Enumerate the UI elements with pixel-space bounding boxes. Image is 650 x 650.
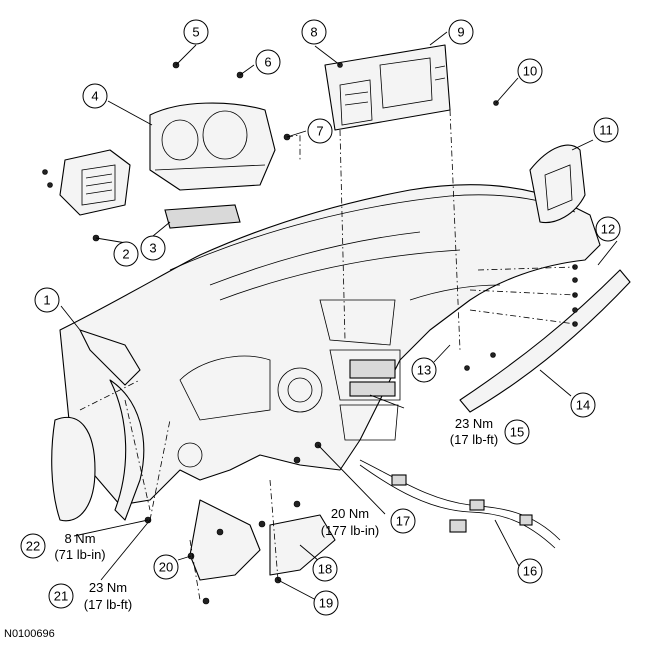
left-end-cap	[51, 416, 96, 522]
callout-label: 22	[26, 539, 40, 554]
callout-17: 17	[390, 508, 416, 534]
callout-label: 14	[576, 398, 590, 413]
torque-spec-21: 23 Nm (17 lb-ft)	[84, 580, 132, 612]
torque-value-imperial: (17 lb-ft)	[450, 432, 498, 447]
callout-2: 2	[113, 241, 139, 267]
callout-22: 22	[20, 533, 46, 559]
torque-value-nm: 8 Nm	[64, 531, 95, 546]
callout-label: 9	[457, 25, 464, 40]
callout-label: 21	[54, 589, 68, 604]
callout-label: 10	[523, 64, 537, 79]
callout-label: 15	[510, 425, 524, 440]
torque-value-nm: 23 Nm	[89, 580, 127, 595]
callout-label: 16	[523, 564, 537, 579]
torque-spec-15: 23 Nm (17 lb-ft)	[450, 416, 498, 447]
callout-10: 10	[517, 58, 543, 84]
callout-13: 13	[411, 357, 437, 383]
callout-label: 3	[149, 241, 156, 256]
torque-value-imperial: (177 lb-in)	[321, 523, 380, 538]
center-register-trim	[324, 44, 451, 131]
callout-label: 19	[319, 596, 333, 611]
callout-5: 5	[183, 19, 209, 45]
callout-11: 11	[593, 117, 619, 143]
callout-label: 18	[318, 562, 332, 577]
leader-lines	[60, 31, 618, 602]
steering-column-shroud	[189, 499, 336, 581]
callout-label: 2	[122, 247, 129, 262]
callout-18: 18	[312, 556, 338, 582]
callout-19: 19	[313, 590, 339, 616]
instrument-panel	[59, 184, 601, 506]
left-register-vent	[59, 149, 131, 216]
callout-16: 16	[517, 558, 543, 584]
callout-9: 9	[448, 19, 474, 45]
callout-3: 3	[140, 235, 166, 261]
callout-15: 15	[504, 419, 530, 445]
callout-21: 21	[48, 583, 74, 609]
callout-label: 5	[192, 25, 199, 40]
callout-14: 14	[570, 392, 596, 418]
torque-value-nm: 20 Nm	[331, 506, 369, 521]
torque-value-nm: 23 Nm	[455, 416, 493, 431]
callout-20: 20	[153, 554, 179, 580]
callout-label: 17	[396, 514, 410, 529]
callout-1: 1	[34, 287, 60, 313]
callout-label: 7	[316, 124, 323, 139]
callout-label: 4	[91, 89, 98, 104]
callout-6: 6	[255, 49, 281, 75]
left-side-trim	[79, 329, 145, 521]
wiring-harness	[359, 459, 561, 549]
torque-spec-17: 20 Nm (177 lb-in)	[321, 506, 380, 538]
callout-label: 6	[264, 55, 271, 70]
callout-label: 1	[43, 293, 50, 308]
callout-8: 8	[301, 19, 327, 45]
callout-label: 13	[417, 363, 431, 378]
alignment-lines	[79, 109, 576, 601]
torque-value-imperial: (71 lb-in)	[54, 547, 105, 562]
instrument-cluster	[149, 102, 276, 229]
torque-value-imperial: (17 lb-ft)	[84, 597, 132, 612]
callout-4: 4	[82, 83, 108, 109]
callout-7: 7	[307, 118, 333, 144]
callout-label: 20	[159, 560, 173, 575]
right-trim-panel	[459, 269, 631, 413]
callout-label: 8	[310, 25, 317, 40]
callout-12: 12	[595, 216, 621, 242]
callout-label: 11	[599, 123, 613, 138]
torque-spec-22: 8 Nm (71 lb-in)	[54, 531, 105, 562]
callout-label: 12	[601, 222, 615, 237]
figure-id: N0100696	[4, 628, 55, 640]
right-register-vent	[529, 144, 586, 224]
